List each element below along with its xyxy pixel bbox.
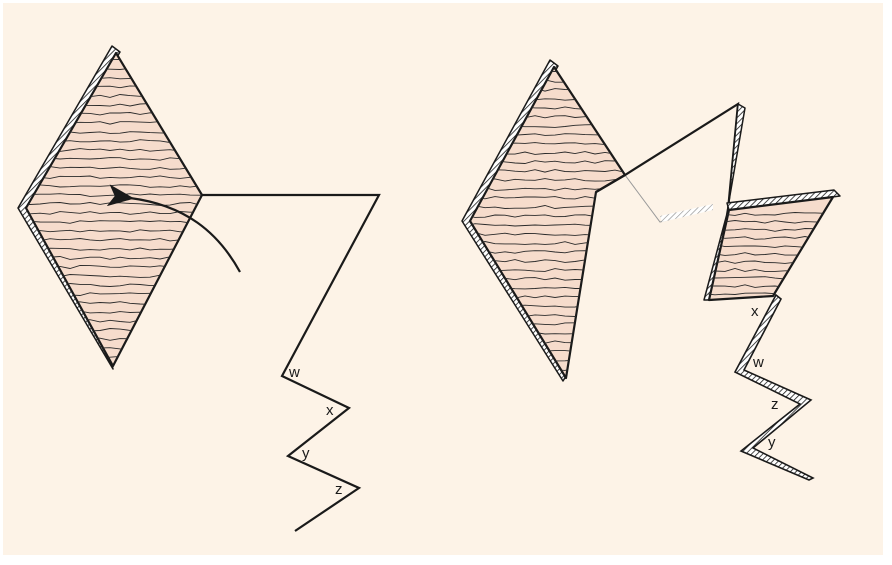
grain-line: [707, 220, 833, 224]
left-label-z: z: [335, 481, 343, 498]
grain-line: [470, 367, 625, 371]
right-label-z: z: [771, 396, 779, 413]
right-fold-path: [595, 101, 740, 211]
right-zigzag-ribbon: [733, 293, 815, 481]
rotation-arrow: [106, 184, 241, 273]
right-hidden-strip: [660, 204, 713, 222]
left-fold-path: [202, 193, 381, 532]
grain-line: [26, 175, 202, 179]
grain-line: [26, 238, 202, 242]
left-figure: w x y z: [17, 45, 381, 532]
right-figure: x w z y: [461, 59, 841, 481]
right-triangle-top-strip: [726, 189, 841, 211]
grain-line: [470, 358, 625, 362]
right-label-x: x: [751, 303, 759, 320]
grain-line: [26, 229, 202, 233]
right-label-y: y: [768, 434, 776, 451]
left-diamond-face: [24, 51, 204, 368]
grain-line: [470, 187, 625, 191]
left-label-y: y: [302, 445, 310, 462]
left-label-x: x: [326, 402, 334, 419]
right-triangle-face: [707, 195, 835, 302]
grain-line: [26, 166, 202, 170]
grain-line: [707, 228, 833, 232]
grain-line: [26, 220, 202, 224]
right-label-w: w: [752, 354, 764, 371]
right-diamond-face: [468, 65, 627, 380]
left-label-w: w: [288, 364, 300, 381]
